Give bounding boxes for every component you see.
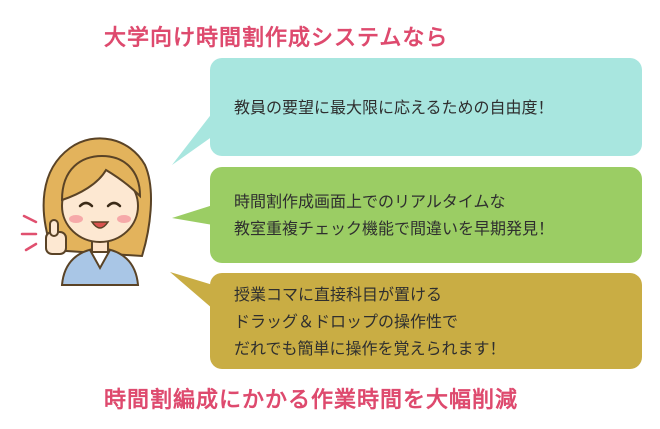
bottom-headline: 時間割編成にかかる作業時間を大幅削減 xyxy=(104,388,519,413)
bubble-2-line-1: 時間割作成画面上でのリアルタイムな xyxy=(234,192,506,211)
top-headline: 大学向け時間割作成システムなら xyxy=(104,26,449,51)
speech-bubble-1: 教員の要望に最大限に応えるための自由度！ xyxy=(210,58,642,156)
woman-thumbs-up-icon xyxy=(20,137,152,286)
bubble-2-line-2: 教室重複チェック機能で間違いを早期発見！ xyxy=(234,219,555,238)
bubble-3-tail xyxy=(170,272,213,309)
speech-bubble-2: 時間割作成画面上でのリアルタイムな 教室重複チェック機能で間違いを早期発見！ xyxy=(210,167,642,263)
bubble-1-line-1: 教員の要望に最大限に応えるための自由度！ xyxy=(234,97,554,117)
speech-bubble-3: 授業コマに直接科目が置ける ドラッグ＆ドロップの操作性で だれでも簡単に操作を覚… xyxy=(210,273,642,369)
bubble-1-tail xyxy=(172,112,213,165)
bubble-3-line-1: 授業コマに直接科目が置ける xyxy=(234,284,443,304)
bubble-3-line-3: だれでも簡単に操作を覚えられます！ xyxy=(234,338,506,358)
bubble-3-line-2: ドラッグ＆ドロップの操作性で xyxy=(234,311,459,331)
bubble-2-tail xyxy=(172,205,213,225)
